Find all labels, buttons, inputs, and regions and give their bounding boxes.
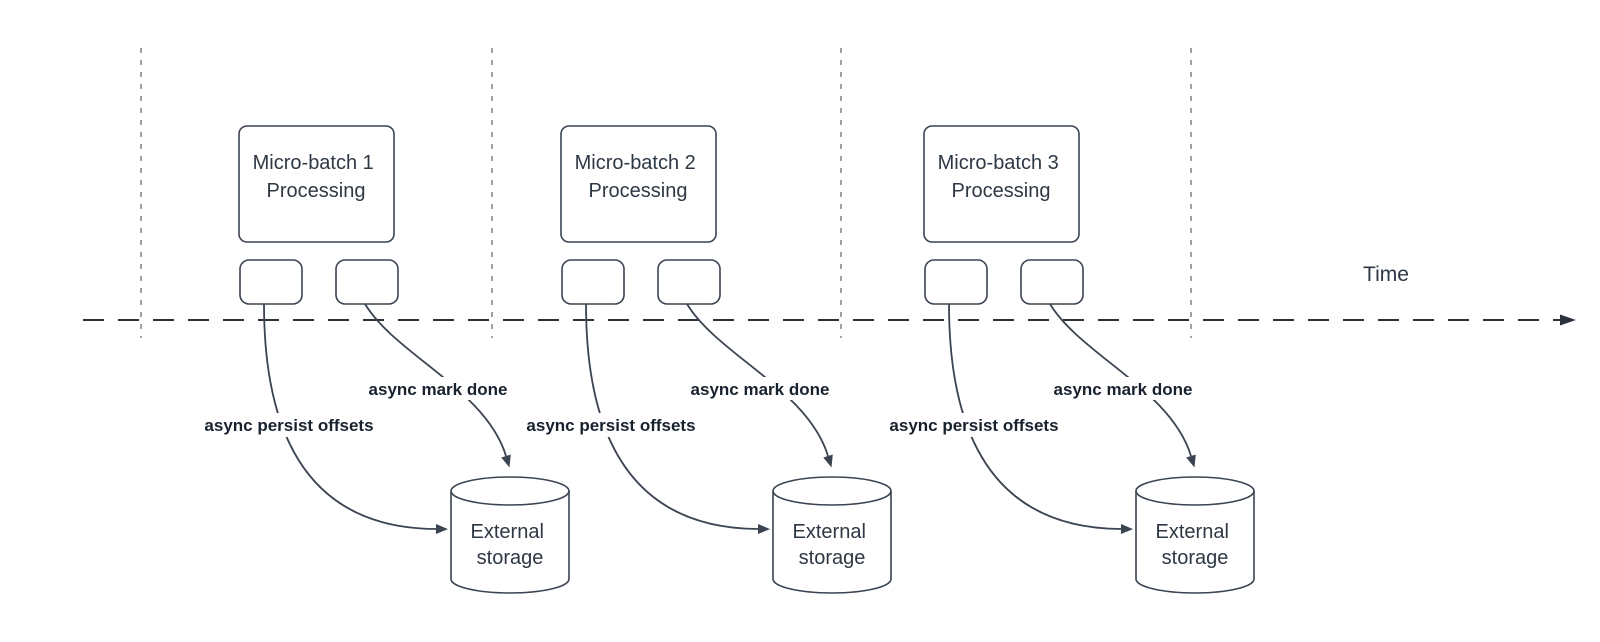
processing-box-label: Micro-batch 3 Processing <box>938 152 1065 202</box>
mark-done-small-box <box>335 259 399 305</box>
external-storage-label: External storage <box>471 521 550 569</box>
mark-done-arrow <box>686 303 833 468</box>
persist-offsets-small-box <box>561 259 625 305</box>
processing-box-label: Micro-batch 2 Processing <box>575 152 702 202</box>
persist-offsets-label-group: async persist offsets <box>202 413 376 437</box>
mark-done-arrow <box>1049 303 1196 468</box>
cylinder-body <box>1135 476 1255 594</box>
micro-batch-section-3: Micro-batch 3 Processing External storag… <box>887 125 1255 594</box>
mark-done-label-group: async mark done <box>1050 377 1196 400</box>
cylinder-body <box>772 476 892 594</box>
persist-offsets-arrow <box>263 303 448 534</box>
external-storage-label: External storage <box>1156 521 1235 569</box>
persist-offsets-label-group: async persist offsets <box>524 413 698 437</box>
processing-box-label: Micro-batch 1 Processing <box>253 152 380 202</box>
processing-box <box>560 125 717 243</box>
mark-done-label: async mark done <box>369 380 508 399</box>
external-storage-cylinder: External storage <box>450 476 570 594</box>
mark-done-label-group: async mark done <box>365 377 511 400</box>
label-backdrop <box>1050 377 1196 400</box>
cylinder-rim <box>772 490 892 506</box>
time-axis-label: Time <box>1363 263 1409 286</box>
label-backdrop <box>202 413 376 437</box>
external-storage-cylinder: External storage <box>772 476 892 594</box>
mark-done-small-box <box>657 259 721 305</box>
persist-offsets-label: async persist offsets <box>526 416 695 435</box>
micro-batch-section-1: Micro-batch 1 Processing External storag… <box>202 125 570 594</box>
label-backdrop <box>887 413 1061 437</box>
mark-done-arrow <box>364 303 511 468</box>
processing-box <box>923 125 1080 243</box>
external-storage-label: External storage <box>793 521 872 569</box>
persist-offsets-small-box <box>239 259 303 305</box>
label-backdrop <box>687 377 833 400</box>
persist-offsets-label: async persist offsets <box>204 416 373 435</box>
label-backdrop <box>365 377 511 400</box>
micro-batch-section-2: Micro-batch 2 Processing External storag… <box>524 125 892 594</box>
mark-done-label: async mark done <box>691 380 830 399</box>
cylinder-rim <box>1135 490 1255 506</box>
persist-offsets-label: async persist offsets <box>889 416 1058 435</box>
cylinder-body <box>450 476 570 594</box>
mark-done-small-box <box>1020 259 1084 305</box>
label-backdrop <box>524 413 698 437</box>
persist-offsets-label-group: async persist offsets <box>887 413 1061 437</box>
mark-done-label-group: async mark done <box>687 377 833 400</box>
external-storage-cylinder: External storage <box>1135 476 1255 594</box>
persist-offsets-arrow <box>948 303 1133 534</box>
cylinder-rim <box>450 490 570 506</box>
persist-offsets-small-box <box>924 259 988 305</box>
mark-done-label: async mark done <box>1054 380 1193 399</box>
processing-box <box>238 125 395 243</box>
persist-offsets-arrow <box>585 303 770 534</box>
